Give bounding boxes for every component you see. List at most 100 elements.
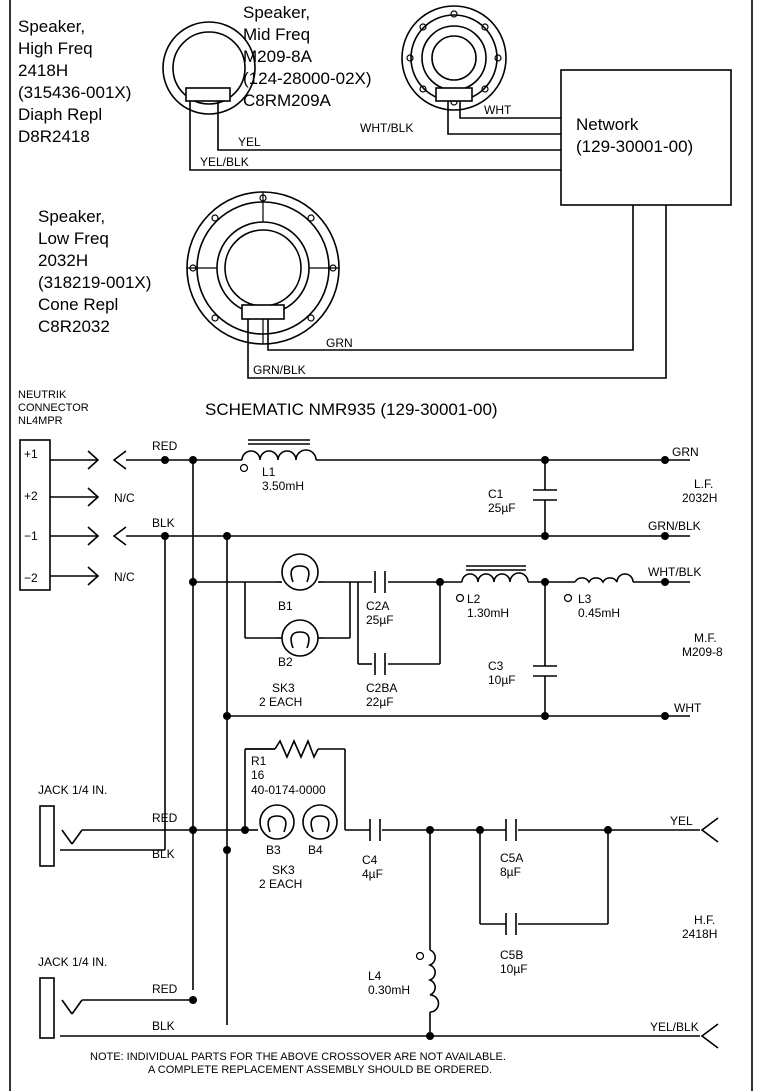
lamp-b2 [275,619,325,657]
sk3-top-label: SK3 [272,681,295,695]
capacitor-c2ba [374,653,386,675]
pin4-nc-label: N/C [114,570,135,584]
red-label: RED [152,439,178,453]
out-grn-blk-label: GRN/BLK [648,519,701,533]
hf-model: 2418H [682,927,717,941]
hf-speaker-label-line: Diaph Repl [18,105,102,124]
c2a-value: 25µF [366,613,394,627]
jack-2-label: JACK 1/4 IN. [38,955,107,969]
blk-label: BLK [152,516,175,530]
mf-speaker-label-line: M209-8A [243,47,313,66]
out-yel-blk-label: YEL/BLK [650,1020,699,1034]
capacitor-c5b [505,913,517,935]
mf-speaker-label-line: Mid Freq [243,25,310,44]
inductor-l1 [239,439,317,473]
hf-speaker-drawing [162,21,256,115]
hf-label: H.F. [694,913,715,927]
hf-speaker-label: Speaker, High Freq 2418H (315436-001X) D… [18,17,131,146]
c1-label: C1 [488,487,504,501]
wire-label-yel: YEL [238,135,261,149]
c3-label: C3 [488,659,504,673]
jack-1-label: JACK 1/4 IN. [38,783,107,797]
lf-speaker-label-line: (318219-001X) [38,273,151,292]
connector-pins: +1 +2 −1 −2 [24,447,38,585]
l4-value: 0.30mH [368,983,410,997]
b2-label: B2 [278,655,293,669]
hf-speaker-label-line: D8R2418 [18,127,90,146]
hf-speaker-label-line: (315436-001X) [18,83,131,102]
l1-value: 3.50mH [262,479,304,493]
mf-speaker-label-line: C8RM209A [243,91,332,110]
r1-label: R1 [251,754,267,768]
lamp-b1 [275,553,325,591]
wire-label-wht-blk: WHT/BLK [360,121,413,135]
hf-speaker-label-line: 2418H [18,61,68,80]
b3-label: B3 [266,843,281,857]
lf-speaker-label: Speaker, Low Freq 2032H (318219-001X) Co… [38,207,151,336]
mf-speaker-label-line: Speaker, [243,3,310,22]
hf-speaker-label-line: High Freq [18,39,93,58]
lf-speaker-label-line: 2032H [38,251,88,270]
capacitor-c5a [505,819,517,841]
schematic-junctions [161,456,669,1040]
capacitor-c2a [374,571,386,593]
c5a-value: 8µF [500,865,521,879]
c1-value: 25µF [488,501,516,515]
l3-label: L3 [578,592,592,606]
mf-model: M209-8 [682,645,723,659]
hf-output-terminals [700,817,719,1049]
note-line-2: A COMPLETE REPLACEMENT ASSEMBLY SHOULD B… [148,1064,492,1076]
out-wht-label: WHT [674,701,702,715]
lf-speaker-label-line: Cone Repl [38,295,118,314]
jack-1 [39,805,83,867]
wire-label-grn: GRN [326,336,353,350]
c2ba-value: 22µF [366,695,394,709]
l1-label: L1 [262,465,276,479]
connector-label-line: CONNECTOR [18,402,89,414]
rail-labels: RED BLK RED BLK RED BLK [152,439,178,1033]
lf-speaker-label-line: Low Freq [38,229,109,248]
capacitor-c1 [533,489,557,501]
pin-arrows [50,450,100,586]
network-part-number: (129-30001-00) [576,137,693,156]
connector-label-line: NL4MPR [18,415,63,427]
l2-label: L2 [467,592,481,606]
wire-label-grn-blk: GRN/BLK [253,363,306,377]
c2ba-label: C2BA [366,681,397,695]
hf-speaker-label-line: Speaker, [18,17,85,36]
hf-wires [189,101,561,171]
schematic-wires [60,459,700,1037]
lf-wires [247,205,667,379]
pin2-nc-label: N/C [114,491,135,505]
note-line-1: NOTE: INDIVIDUAL PARTS FOR THE ABOVE CRO… [90,1051,506,1063]
pin-label: −2 [24,571,38,585]
jack-1-blk-label: BLK [152,847,175,861]
mf-speaker-label: Speaker, Mid Freq M209-8A (124-28000-02X… [243,3,372,110]
lf-speaker-label-line: C8R2032 [38,317,110,336]
resistor-r1 [245,738,319,759]
mf-speaker-label-line: (124-28000-02X) [243,69,372,88]
pin-label: +1 [24,447,38,461]
sk3-bottom-label: SK3 [272,863,295,877]
r1-part-number: 40-0174-0000 [251,783,326,797]
l2-value: 1.30mH [467,606,509,620]
sk3-bottom-qty: 2 EACH [259,877,302,891]
r1-value: 16 [251,768,265,782]
lf-speaker-label-line: Speaker, [38,207,105,226]
wire-label-wht: WHT [484,103,512,117]
out-yel-label: YEL [670,814,693,828]
pin-label: −1 [24,529,38,543]
neutrik-connector [19,439,51,591]
out-wht-blk-label: WHT/BLK [648,565,701,579]
output-labels: GRN GRN/BLK L.F. 2032H WHT/BLK WHT M.F. … [648,445,723,1034]
lamp-b3 [259,804,295,840]
capacitor-c4 [369,819,381,841]
inductor-l4 [415,949,440,1013]
c4-value: 4µF [362,867,383,881]
c3-value: 10µF [488,673,516,687]
schematic-title: SCHEMATIC NMR935 (129-30001-00) [205,400,498,419]
b4-label: B4 [308,843,323,857]
wire-label-yel-blk: YEL/BLK [200,155,249,169]
mf-wires [447,101,561,135]
